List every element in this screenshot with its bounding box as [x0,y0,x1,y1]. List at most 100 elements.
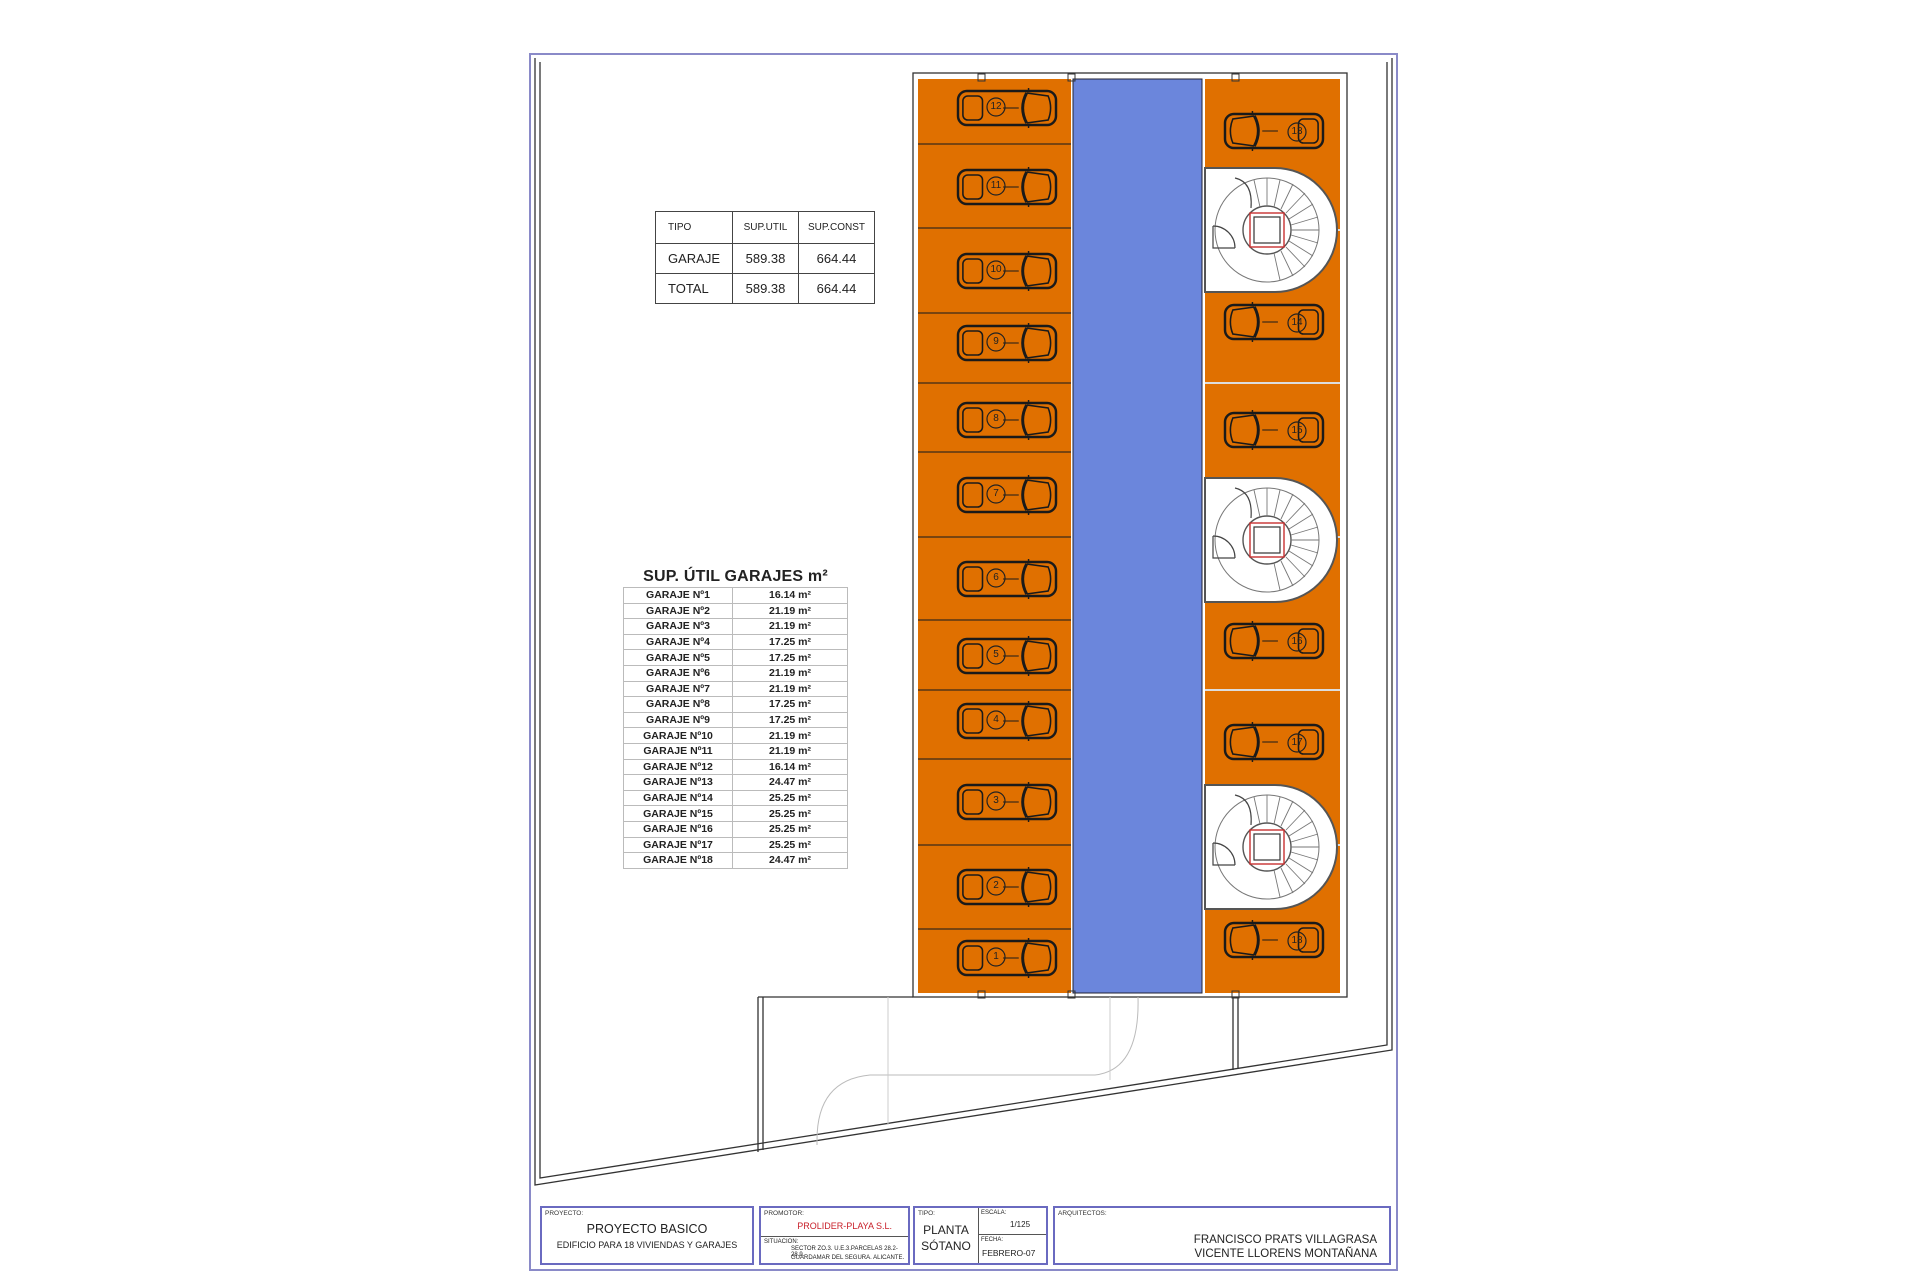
cell-sup-const: 664.44 [798,243,875,274]
bay-number: 9 [993,336,999,347]
bay-number: 14 [1291,317,1303,328]
promotor-label: PROMOTOR: [764,1210,804,1217]
title-block-promotor: PROMOTOR: PROLIDER-PLAYA S.L. SITUACION:… [759,1206,910,1265]
arquitecto-2: VICENTE LLORENS MONTAÑANA [1194,1248,1377,1260]
garage-area: 17.25 m² [732,696,848,713]
garage-name: GARAJE Nº9 [623,711,733,729]
tipo-line1: PLANTA [923,1223,969,1237]
situacion-label: SITUACION: [764,1239,799,1245]
garage-name: GARAJE Nº5 [623,649,733,666]
garage-name: GARAJE Nº4 [623,633,733,651]
garage-name: GARAJE Nº18 [623,852,733,869]
cell-tipo: TOTAL [655,273,733,304]
garage-area: 21.19 m² [732,618,848,635]
garage-area: 25.25 m² [732,836,848,854]
summary-row: TOTAL 589.38 664.44 [655,273,875,304]
tipo-line2: SÓTANO [921,1239,971,1253]
garage-area: 24.47 m² [732,852,848,869]
bay-number: 2 [993,880,999,891]
garage-area: 24.47 m² [732,774,848,791]
bay-number: 12 [990,101,1002,112]
garage-area: 21.19 m² [732,664,848,682]
divider [978,1234,1046,1235]
bay-number: 6 [993,572,999,583]
garage-name: GARAJE Nº13 [623,774,733,791]
divider [761,1236,908,1237]
bay-number: 5 [993,649,999,660]
garage-area: 25.25 m² [732,789,848,807]
garage-area: 25.25 m² [732,805,848,822]
divider [978,1208,979,1263]
promotor-name: PROLIDER-PLAYA S.L. [797,1221,892,1231]
proyecto-title: PROYECTO BASICO [586,1222,708,1236]
bay-number: 18 [1291,935,1303,946]
garage-area: 21.19 m² [732,742,848,760]
bay-number: 16 [1291,636,1303,647]
garage-name: GARAJE Nº7 [623,680,733,698]
header-tipo: TIPO [655,211,733,244]
title-block-arquitectos: ARQUITECTOS: FRANCISCO PRATS VILLAGRASA … [1053,1206,1391,1265]
arquitectos-label: ARQUITECTOS: [1058,1210,1107,1217]
bay-number: 15 [1291,425,1303,436]
bay-number: 4 [993,714,999,725]
garage-area: 21.19 m² [732,602,848,620]
garage-name: GARAJE Nº2 [623,602,733,620]
garage-name: GARAJE Nº1 [623,587,733,604]
bay-number: 17 [1291,737,1303,748]
bay-number: 7 [993,488,999,499]
bay-number: 3 [993,795,999,806]
bay-number: 11 [990,180,1002,191]
cell-sup-util: 589.38 [732,243,799,274]
garage-name: GARAJE Nº6 [623,664,733,682]
bay-number: 8 [993,413,999,424]
cell-tipo: GARAJE [655,243,733,274]
header-sup-util: SUP.UTIL [732,211,799,244]
situacion-line2: GUARDAMAR DEL SEGURA. ALICANTE. [791,1255,905,1261]
garage-name: GARAJE Nº12 [623,758,733,776]
garage-name: GARAJE Nº16 [623,820,733,838]
title-block-tipo: TIPO: PLANTA SÓTANO ESCALA: 1/125 FECHA:… [913,1206,1048,1265]
fecha-value: FEBRERO-07 [982,1248,1036,1258]
escala-label: ESCALA: [981,1210,1007,1216]
title-block-proyecto: PROYECTO: PROYECTO BASICO EDIFICIO PARA … [540,1206,754,1265]
garage-name: GARAJE Nº14 [623,789,733,807]
bay-number: 13 [1291,126,1303,137]
garage-area: 25.25 m² [732,820,848,838]
cell-sup-util: 589.38 [732,273,799,304]
bay-number: 1 [993,951,999,962]
garage-area: 17.25 m² [732,711,848,729]
sheet-frame [529,53,1398,1271]
cell-sup-const: 664.44 [798,273,875,304]
fecha-label: FECHA: [981,1237,1004,1243]
garage-name: GARAJE Nº11 [623,742,733,760]
garage-name: GARAJE Nº10 [623,727,733,744]
summary-header-row: TIPO SUP.UTIL SUP.CONST [655,211,875,244]
header-sup-const: SUP.CONST [798,211,875,244]
garage-name: GARAJE Nº17 [623,836,733,854]
tipo-label: TIPO: [918,1210,935,1217]
bay-number: 10 [990,264,1002,275]
garage-area: 17.25 m² [732,633,848,651]
summary-row: GARAJE 589.38 664.44 [655,243,875,274]
proyecto-label: PROYECTO: [545,1210,584,1217]
garage-area: 17.25 m² [732,649,848,666]
